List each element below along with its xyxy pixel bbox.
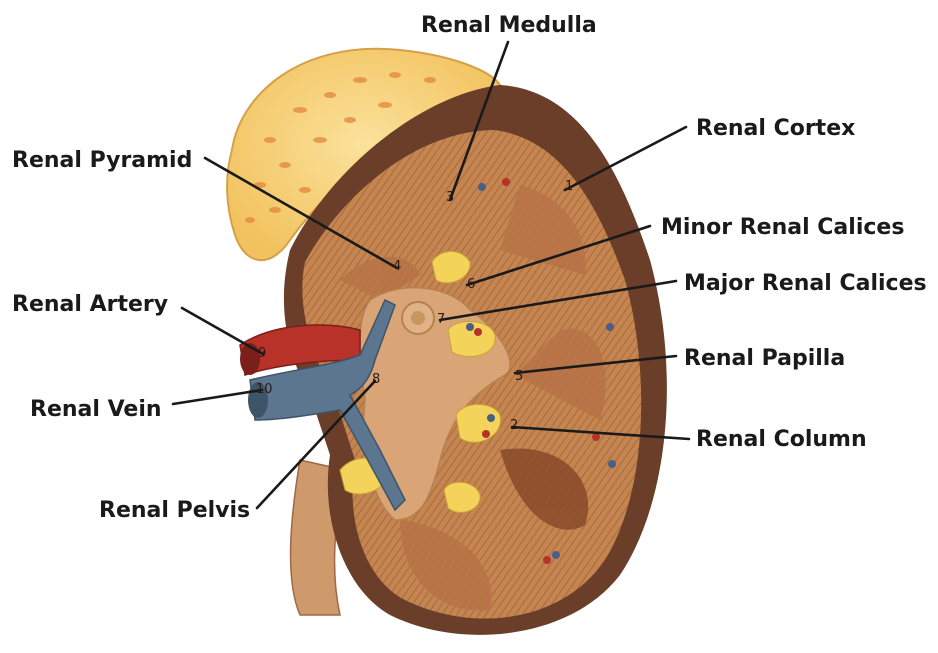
label-major-renal-calices: Major Renal Calices [684,271,927,296]
label-renal-vein: Renal Vein [30,397,162,422]
label-minor-renal-calices: Minor Renal Calices [661,215,904,240]
model-number-2: 2 [510,418,518,433]
label-renal-column: Renal Column [696,427,867,452]
label-renal-pyramid: Renal Pyramid [12,148,192,173]
label-renal-cortex: Renal Cortex [696,116,855,141]
leader-renal-artery [182,308,263,354]
label-renal-medulla: Renal Medulla [421,13,597,38]
label-renal-papilla: Renal Papilla [684,346,845,371]
calyx-knob-center [411,311,425,325]
label-renal-pelvis: Renal Pelvis [99,498,250,523]
label-renal-artery: Renal Artery [12,292,168,317]
